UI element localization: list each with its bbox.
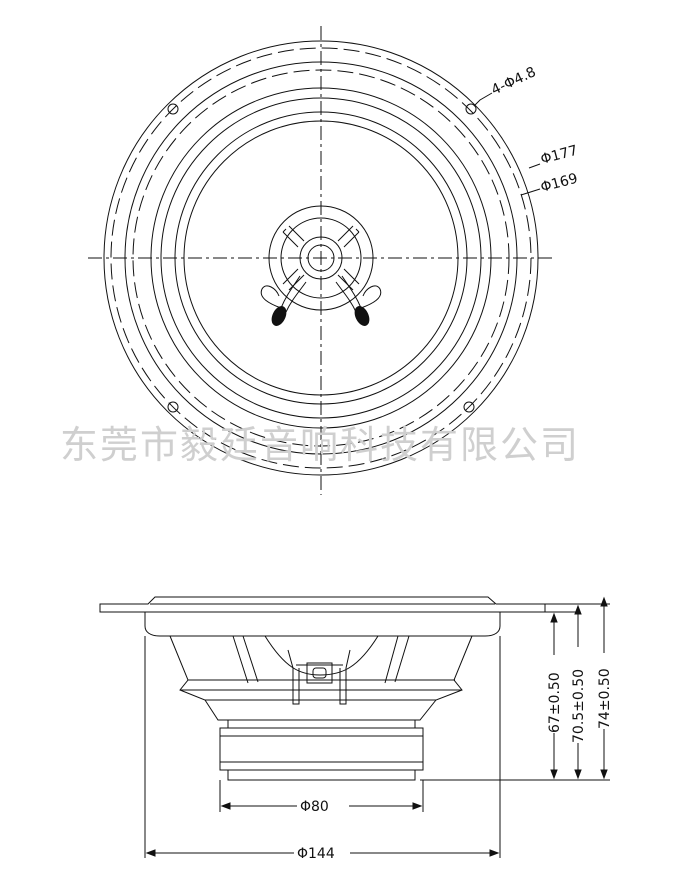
mounting-hole-top-right xyxy=(465,103,477,115)
tweeter-support-arms xyxy=(282,225,360,291)
hole-circle-label: Φ169 xyxy=(539,171,580,196)
magnet xyxy=(219,727,424,771)
lead-wire-right xyxy=(335,275,382,326)
frame-diameter-label: Φ144 xyxy=(297,846,335,862)
basket-spoke-left xyxy=(232,635,259,684)
top-plate xyxy=(227,719,416,729)
surround-inner-circle xyxy=(160,97,482,419)
side-view xyxy=(99,596,610,858)
mounting-flange xyxy=(99,596,546,613)
tweeter-dome xyxy=(307,244,335,272)
holes-label: 4-Φ4.8 xyxy=(489,64,539,98)
dustcap-outer-circle xyxy=(268,205,374,311)
lead-wire-left xyxy=(260,275,307,326)
hole-circle-dashed xyxy=(110,47,532,469)
outer-diameter-leader-line xyxy=(528,163,541,169)
depth-label-70-5: 70.5±0.50 xyxy=(571,669,587,743)
outer-diameter-label: Φ177 xyxy=(539,143,580,168)
gasket-ring xyxy=(144,612,501,637)
top-view xyxy=(88,26,555,495)
back-plate xyxy=(227,769,416,781)
surround-outer-circle xyxy=(150,87,492,429)
holes-leader-line xyxy=(473,92,493,107)
depth-label-74: 74±0.50 xyxy=(597,668,613,729)
mounting-hole-bottom-right xyxy=(463,401,475,413)
mounting-hole-bottom-left xyxy=(167,401,179,413)
cone-inner-circle xyxy=(183,120,459,396)
basket-spoke-right xyxy=(384,635,410,684)
gasket-circle-dashed xyxy=(132,69,510,447)
tweeter-ring xyxy=(299,236,343,280)
magnet-diameter-label: Φ80 xyxy=(300,799,329,815)
cone-outer-circle xyxy=(174,111,468,405)
depth-label-67: 67±0.50 xyxy=(547,672,563,733)
outer-frame-circle xyxy=(103,40,539,476)
mounting-hole-top-left xyxy=(167,103,179,115)
dustcap-middle-circle xyxy=(280,217,362,299)
company-watermark: 东莞市毅廷音响科技有限公司 xyxy=(60,423,580,467)
terminal-block xyxy=(287,649,351,705)
hole-circle-leader-line xyxy=(520,188,541,196)
frame-inner-circle xyxy=(124,61,518,455)
